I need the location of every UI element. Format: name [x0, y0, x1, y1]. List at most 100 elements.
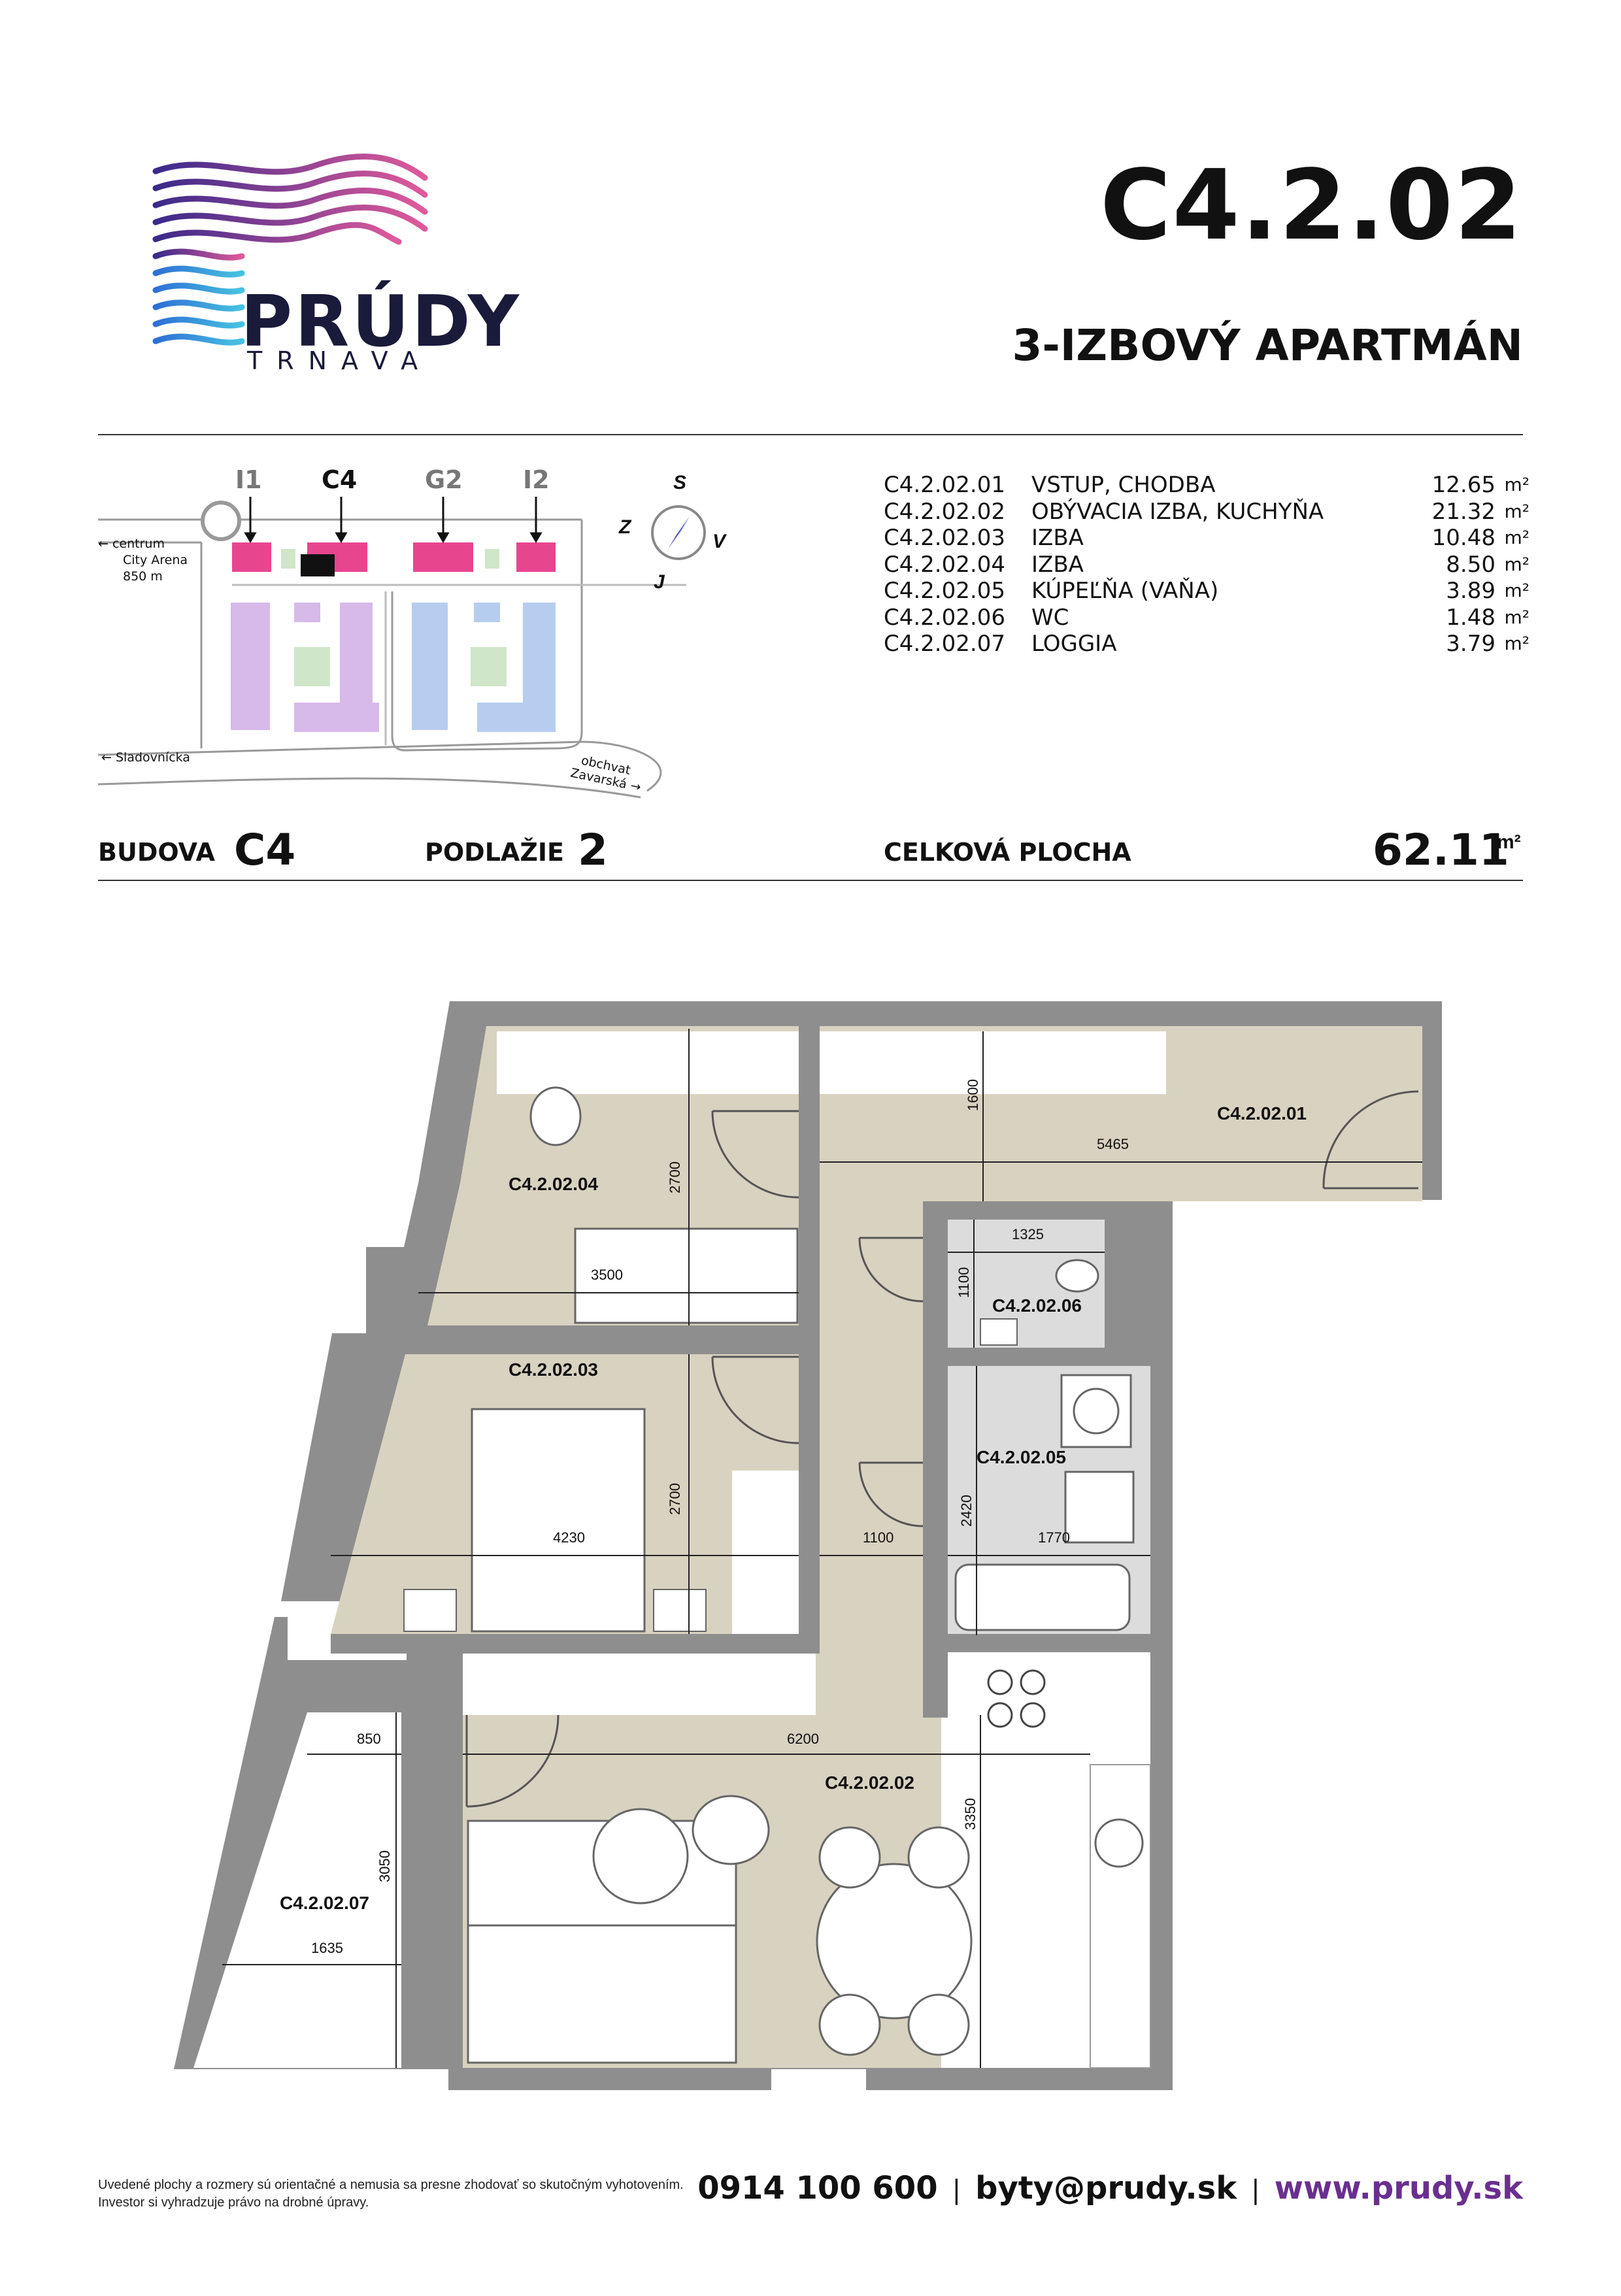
- building-g2: [413, 542, 473, 572]
- compass-north: S: [673, 472, 687, 493]
- room-label-07: C4.2.02.07: [280, 1893, 369, 1913]
- room-label-05: C4.2.02.05: [977, 1447, 1066, 1467]
- site-map: [97, 458, 752, 804]
- site-label-i1: I1: [235, 465, 262, 494]
- floor-value: 2: [578, 825, 608, 875]
- dim-1100-b: 1100: [863, 1529, 894, 1546]
- room-unit: m²: [1504, 580, 1530, 601]
- room-name: OBÝVACIA IZBA, KUCHYŇA: [1031, 498, 1324, 525]
- divider-bottom: [98, 880, 1523, 881]
- total-area-value: 62.11: [1373, 825, 1509, 875]
- divider-top: [98, 434, 1523, 435]
- room-unit: m²: [1504, 474, 1530, 495]
- dim-4230: 4230: [553, 1529, 585, 1546]
- compass-east: V: [712, 531, 726, 552]
- room-area: 1.48: [1446, 604, 1496, 631]
- room-name: IZBA: [1031, 551, 1084, 578]
- cooktop: [987, 1669, 1046, 1728]
- room-code: C4.2.02.05: [884, 578, 1005, 605]
- room-unit: m²: [1504, 500, 1530, 522]
- room-floor-01: [820, 1026, 1422, 1715]
- contact-email[interactable]: byty@prudy.sk: [975, 2170, 1237, 2206]
- room-label-04: C4.2.02.04: [509, 1174, 598, 1194]
- contact-phone[interactable]: 0914 100 600: [697, 2170, 938, 2206]
- footer-contact: 0914 100 600|byty@prudy.sk|www.prudy.sk: [697, 2170, 1523, 2206]
- room-name: LOGGIA: [1031, 631, 1117, 657]
- coffee-table: [592, 1808, 689, 1905]
- building-i2: [516, 542, 556, 572]
- compass-icon: [651, 505, 706, 560]
- room-area: 21.32: [1431, 498, 1496, 525]
- room-row: C4.2.02.06 WC 1.48 m²: [884, 605, 1529, 631]
- floor-label: PODLAŽIE: [425, 838, 564, 867]
- site-label-i2: I2: [523, 465, 550, 494]
- room-code: C4.2.02.02: [884, 498, 1005, 525]
- logo-subtitle: TRNAVA: [247, 346, 433, 375]
- dim-1325: 1325: [1012, 1226, 1044, 1242]
- unit-code: C4.2.02: [1100, 149, 1523, 261]
- dim-3350: 3350: [962, 1798, 978, 1830]
- toilet: [1055, 1259, 1099, 1293]
- room-name: WC: [1031, 604, 1069, 631]
- room-area: 8.50: [1446, 551, 1496, 578]
- dim-1100-a: 1100: [956, 1267, 972, 1298]
- room-row: C4.2.02.02 OBÝVACIA IZBA, KUCHYŇA 21.32 m²: [884, 499, 1529, 525]
- dim-1770: 1770: [1038, 1529, 1070, 1546]
- room-code: C4.2.02.06: [884, 604, 1005, 631]
- logo-name: PRÚDY: [241, 281, 522, 363]
- dim-1635: 1635: [311, 1940, 343, 1956]
- block-purple: [231, 603, 379, 732]
- apartment-type: 3-IZBOVÝ APARTMÁN: [1012, 320, 1523, 371]
- sink: [1094, 1818, 1144, 1868]
- room-area: 3.89: [1446, 578, 1496, 605]
- room-floor-07: [193, 1712, 401, 2068]
- room-floor-02: [463, 1715, 1090, 2068]
- wardrobe-01: [820, 1031, 1166, 1094]
- total-area-unit: m²: [1497, 831, 1521, 853]
- room-label-06: C4.2.02.06: [992, 1295, 1082, 1316]
- room-label-03: C4.2.02.03: [509, 1359, 598, 1380]
- room-name: IZBA: [1031, 525, 1084, 552]
- room-unit: m²: [1504, 553, 1530, 575]
- room-name: VSTUP, CHODBA: [1031, 472, 1216, 499]
- building-i1: [232, 542, 271, 572]
- room-unit: m²: [1504, 633, 1530, 654]
- room-name: KÚPEĽŇA (VAŇA): [1031, 578, 1219, 605]
- total-area-label: CELKOVÁ PLOCHA: [884, 838, 1131, 867]
- dim-850: 850: [357, 1731, 381, 1747]
- building-value: C4: [234, 825, 296, 875]
- room-row: C4.2.02.05 KÚPEĽŇA (VAŇA) 3.89 m²: [884, 578, 1529, 605]
- block-blue: [412, 603, 556, 732]
- dim-2700-b: 2700: [667, 1483, 683, 1515]
- wardrobe-02: [463, 1654, 816, 1715]
- room-code: C4.2.02.03: [884, 525, 1005, 552]
- wardrobe-03: [732, 1471, 804, 1640]
- room-area: 10.48: [1431, 525, 1496, 552]
- walls: [174, 1001, 1442, 2090]
- kitchen-counter: [941, 1652, 1150, 2068]
- roundabout: [201, 501, 241, 541]
- direction-city: ← centrum City Arena 850 m: [98, 537, 188, 584]
- dim-5465: 5465: [1097, 1136, 1129, 1152]
- dim-6200: 6200: [787, 1731, 819, 1747]
- room-code: C4.2.02.01: [884, 472, 1005, 499]
- room-floor-03: [331, 1354, 799, 1634]
- logo-waves-icon: [152, 153, 428, 346]
- contact-web[interactable]: www.prudy.sk: [1274, 2170, 1523, 2206]
- logo: [150, 152, 490, 374]
- site-label-g2: G2: [425, 465, 463, 494]
- building-label: BUDOVA: [98, 838, 215, 867]
- room-code: C4.2.02.07: [884, 631, 1005, 657]
- sofa: [467, 1820, 737, 2064]
- dim-2420: 2420: [958, 1495, 975, 1527]
- dim-3050: 3050: [376, 1850, 393, 1882]
- dim-2700-a: 2700: [667, 1161, 683, 1193]
- room-unit: m²: [1504, 606, 1530, 628]
- room-floor-01b: [799, 1634, 923, 1715]
- street-left-label: ← Sladovnícka: [101, 750, 190, 765]
